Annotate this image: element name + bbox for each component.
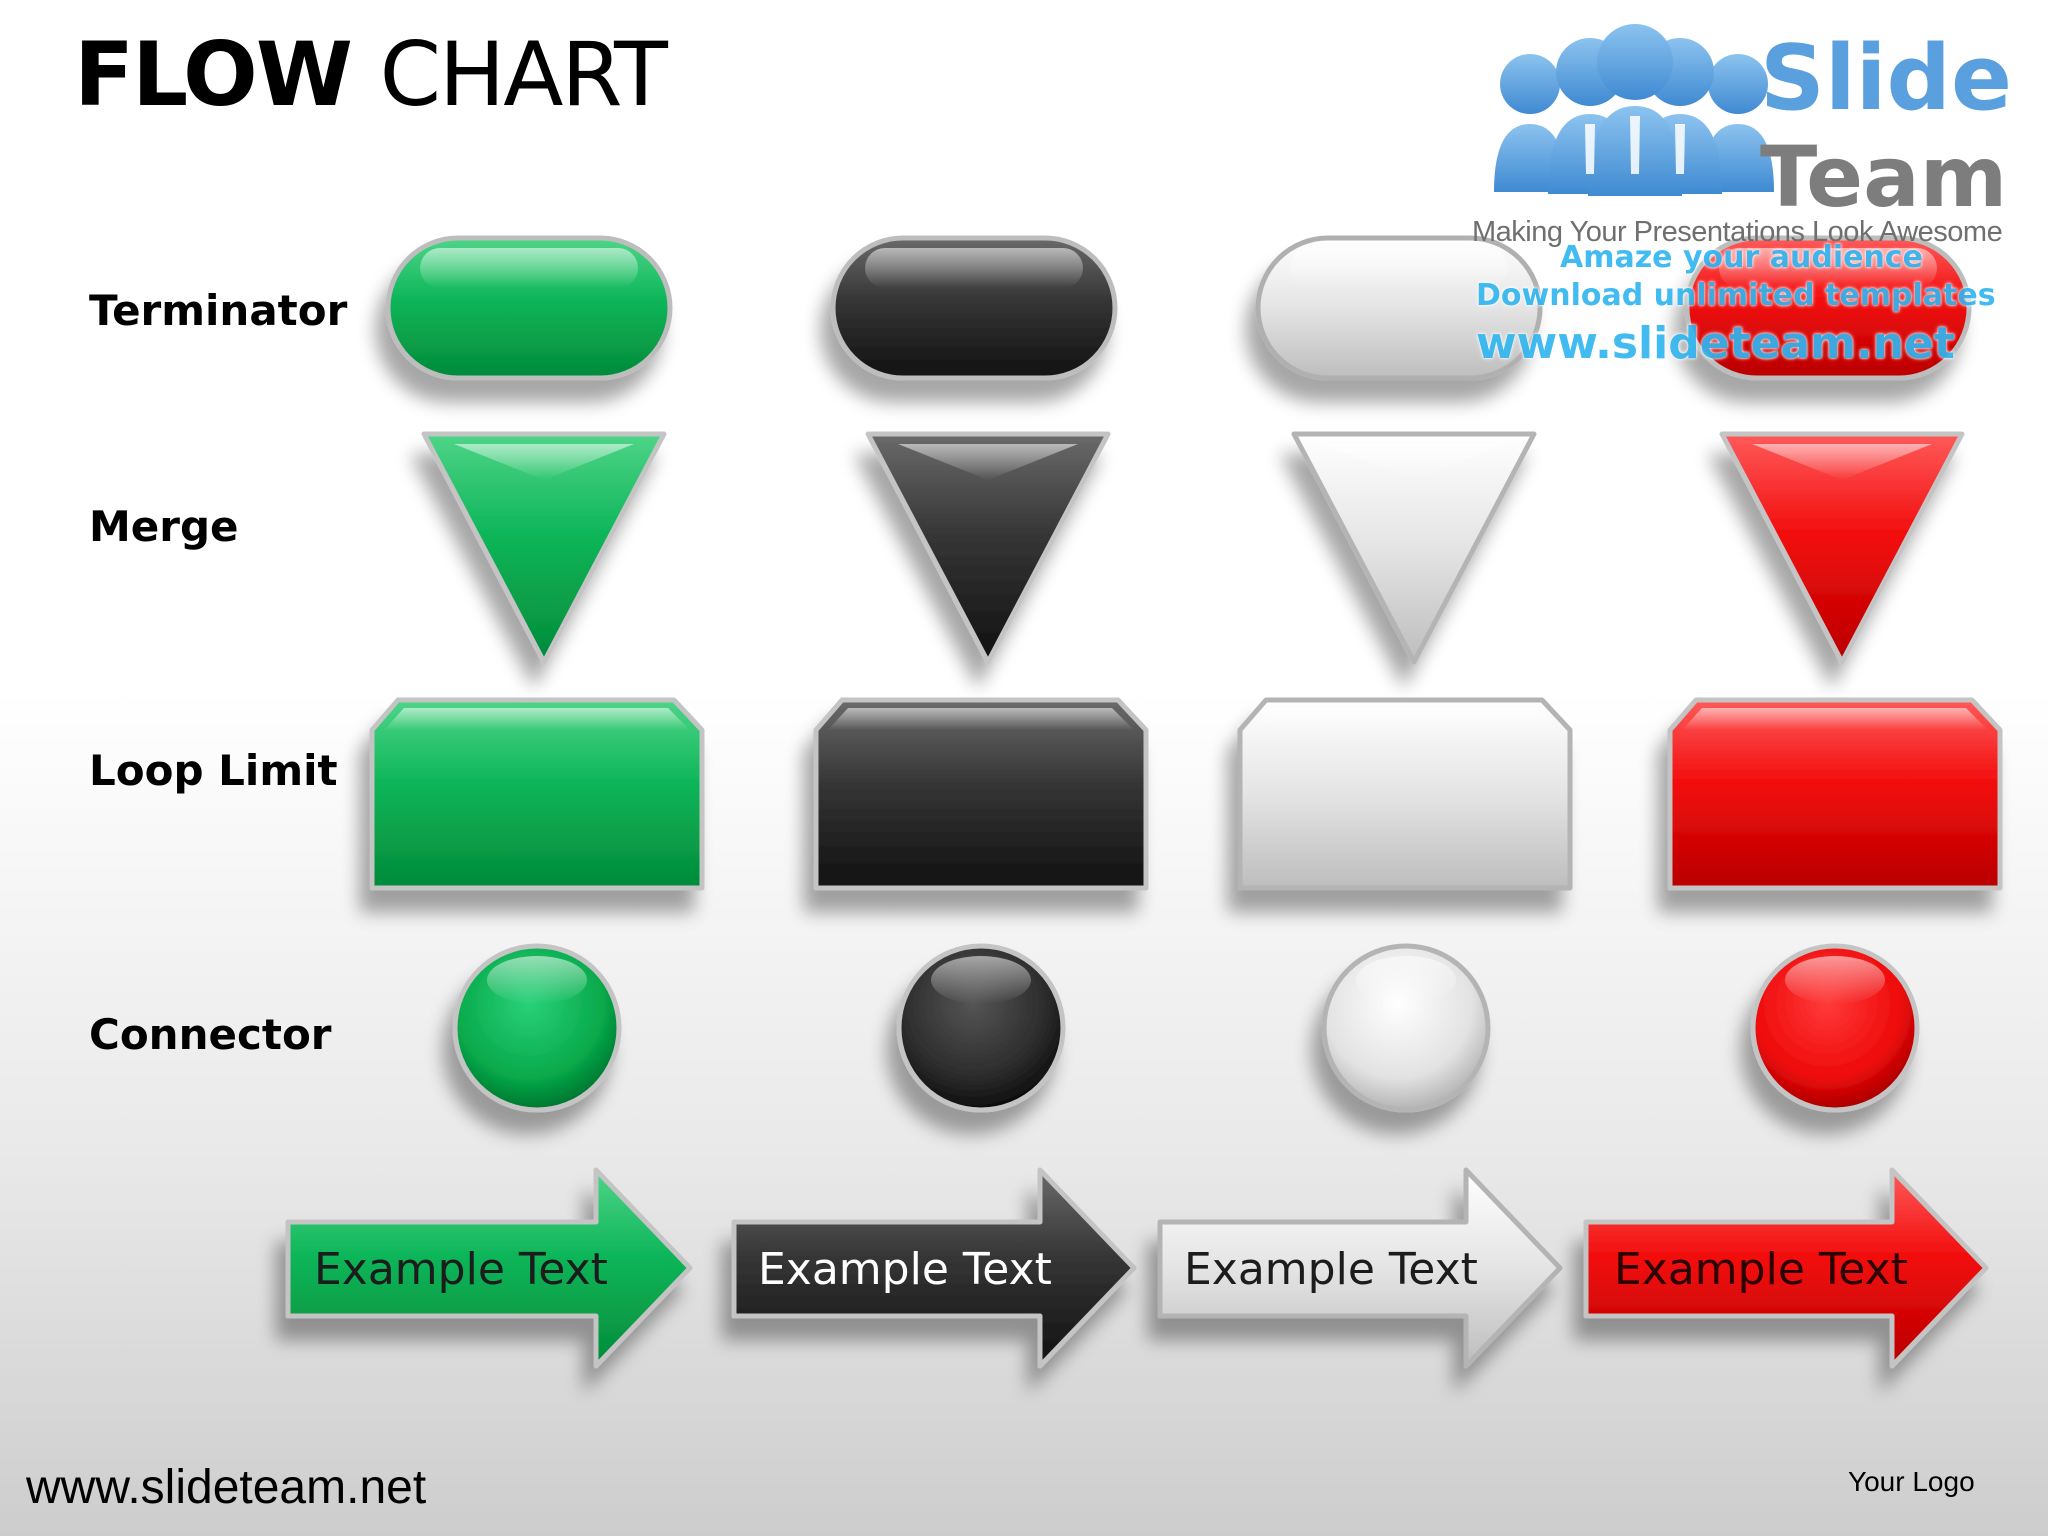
merge-green — [421, 431, 667, 665]
watermark-line-1: Amaze your audience — [1560, 240, 1923, 275]
logo-word-slide: Slide — [1760, 26, 2012, 131]
arrow-red-text: Example Text — [1614, 1244, 1908, 1295]
row-label-connector: Connector — [89, 1010, 332, 1059]
terminator-red — [1684, 235, 1972, 381]
loop-limit-black — [813, 697, 1149, 891]
merge-black — [865, 431, 1111, 665]
merge-white — [1291, 431, 1537, 665]
logo-tagline: Making Your Presentations Look Awesome — [1472, 216, 2003, 248]
arrow-green-text: Example Text — [314, 1244, 608, 1295]
page-title: FLOW CHART — [74, 22, 668, 128]
people-group-icon — [1494, 24, 1774, 196]
arrow-white: Example Text — [1157, 1167, 1563, 1369]
loop-limit-green — [369, 697, 705, 891]
arrow-black: Example Text — [731, 1167, 1137, 1369]
loop-limit-red — [1667, 697, 2003, 891]
loop-limit-white — [1237, 697, 1573, 891]
arrow-white-text: Example Text — [1184, 1244, 1478, 1295]
terminator-white — [1255, 235, 1543, 381]
terminator-black — [830, 235, 1118, 381]
title-bold: FLOW — [74, 23, 353, 126]
row-label-loop-limit: Loop Limit — [89, 746, 338, 795]
watermark-line-2: Download unlimited templates — [1476, 278, 1996, 313]
row-label-terminator: Terminator — [89, 286, 348, 335]
row-label-merge: Merge — [89, 502, 239, 551]
terminator-green — [385, 235, 673, 381]
connector-black — [896, 943, 1066, 1113]
watermark-link[interactable]: www.slideteam.net — [1476, 318, 1955, 369]
arrow-red: Example Text — [1583, 1167, 1989, 1369]
your-logo-placeholder: Your Logo — [1848, 1466, 1975, 1497]
merge-red — [1719, 431, 1965, 665]
title-rest: CHART — [379, 23, 668, 126]
connector-white — [1321, 943, 1491, 1113]
connector-red — [1750, 943, 1920, 1113]
slideteam-logo: Slide Team Making Your Presentations Loo… — [1470, 20, 2020, 380]
connector-green — [452, 943, 622, 1113]
arrow-black-text: Example Text — [758, 1244, 1052, 1295]
logo-word-team: Team — [1760, 128, 2008, 226]
arrow-green: Example Text — [285, 1167, 693, 1369]
footer-url[interactable]: www.slideteam.net — [26, 1461, 427, 1514]
